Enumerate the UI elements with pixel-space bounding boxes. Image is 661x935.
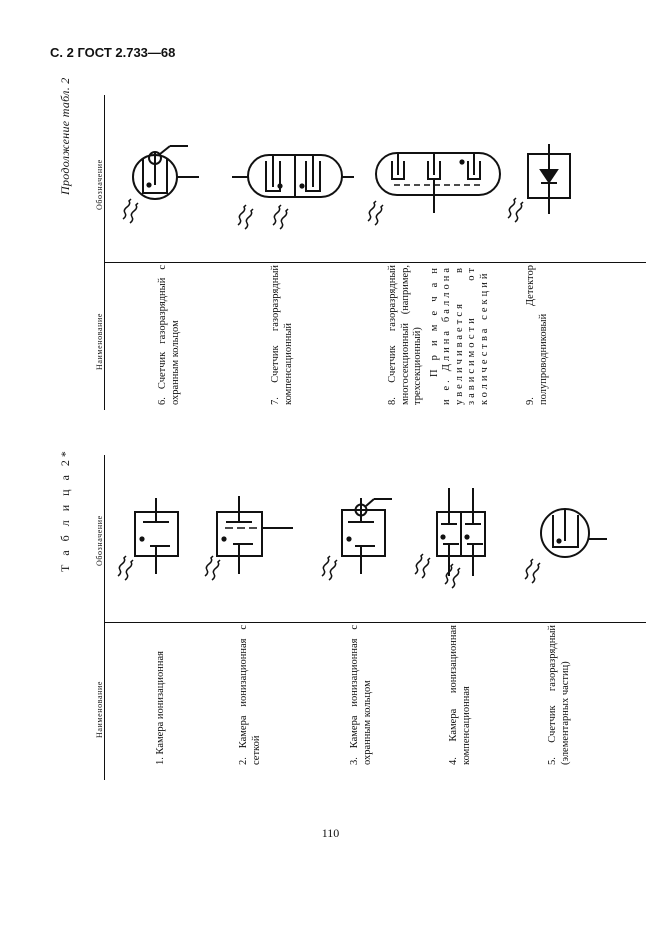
right-row-7-label: 7. Счетчик газоразрядный компенсационный — [270, 265, 294, 405]
left-col-symbol-header: Обозначение — [95, 515, 104, 566]
left-row-3-label: 3. Камера ионизационная с охранным кольц… — [349, 625, 373, 765]
ionization-chamber-grid-icon — [204, 496, 293, 581]
semiconductor-detector-icon — [507, 144, 571, 223]
left-row-4-label: 4. Камера ионизационная компенсационная — [448, 625, 472, 765]
page-number: 110 — [321, 826, 340, 840]
right-row-8-note: П р и м е ч а н и е. Длина баллона увели… — [428, 265, 490, 405]
gas-counter-guard-ring-icon — [122, 145, 199, 224]
left-table-caption: Т а б л и ц а 2* — [58, 448, 72, 572]
right-row-8-label: 8. Счетчик газоразрядный многосекционный… — [387, 265, 490, 405]
right-col-name-header: Наименование — [95, 312, 104, 370]
right-table-caption: Продолжение табл. 2 — [58, 77, 72, 195]
gas-discharge-counter-icon — [524, 508, 607, 584]
ionization-chamber-icon — [117, 498, 179, 581]
right-col-symbol-header: Обозначение — [95, 159, 104, 210]
right-table-top-rule — [104, 95, 105, 410]
right-row-9-label: 9. Детектор полупроводниковый — [525, 265, 549, 405]
left-row-2-label: 2. Камера ионизационная с сеткой — [238, 625, 262, 765]
left-row-1-label: 1. Камера ионизационная — [155, 651, 166, 765]
right-row-6-label: 6. Счетчик газоразрядный с охранным коль… — [157, 265, 181, 405]
compensated-ionization-chamber-icon — [414, 488, 486, 589]
left-col-name-header: Наименование — [95, 680, 104, 738]
left-table-top-rule — [104, 455, 105, 780]
page-header: С. 2 ГОСТ 2.733—68 — [50, 45, 176, 60]
ionization-chamber-guard-ring-icon — [321, 498, 392, 581]
compensated-gas-counter-icon — [232, 154, 354, 230]
left-row-5-label: 5. Счетчик газоразрядный (элементарных ч… — [547, 625, 571, 765]
right-table-column-rule — [104, 262, 646, 263]
left-table-column-rule — [104, 622, 646, 623]
multisection-gas-counter-icon — [367, 152, 501, 226]
